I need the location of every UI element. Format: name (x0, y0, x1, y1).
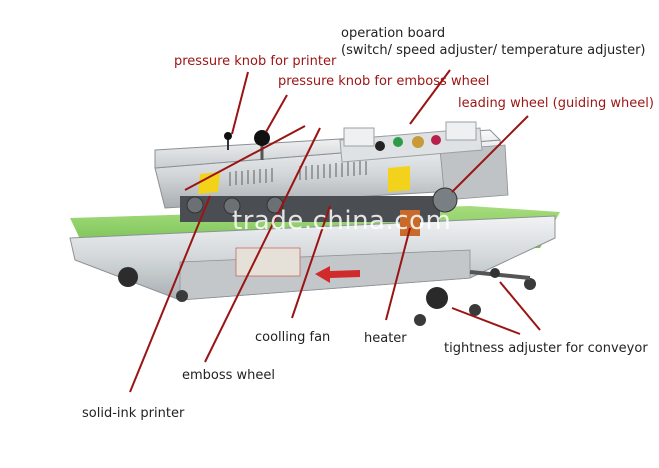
label-operation-board-title: operation board (341, 26, 446, 41)
printer-pressure-knob (224, 132, 232, 150)
leader-solid-ink-printer-upper (184, 125, 306, 191)
leader-lines (129, 69, 541, 393)
leader-pressure-knob-printer (231, 71, 249, 135)
leader-pressure-knob-emboss (265, 94, 288, 133)
label-leading-wheel: leading wheel (guiding wheel) (458, 96, 654, 111)
machine-feet (118, 267, 536, 326)
emboss-pressure-knob (254, 130, 270, 160)
speed-knob-icon (412, 136, 424, 148)
leader-tightness-adjuster-lower (451, 307, 521, 335)
green-button-icon (393, 137, 403, 147)
red-button-icon (431, 135, 441, 145)
label-tightness-adjuster: tightness adjuster for conveyor (444, 341, 648, 356)
warning-sticker-left (198, 172, 220, 194)
operation-board (339, 121, 483, 163)
leader-heater (385, 227, 411, 321)
warning-sticker-right (388, 166, 410, 192)
direction-arrow (315, 266, 360, 283)
label-pressure-knob-printer: pressure knob for printer (174, 54, 337, 69)
label-pressure-knob-emboss: pressure knob for emboss wheel (278, 74, 490, 89)
leader-operation-board (409, 69, 451, 125)
roller-mechanism (180, 187, 458, 236)
label-coolling-fan: coolling fan (255, 330, 331, 345)
leader-solid-ink-printer (129, 195, 211, 393)
tightness-adjuster-rod (469, 268, 531, 280)
label-solid-ink-printer: solid-ink printer (82, 406, 185, 421)
leader-coolling-fan (291, 205, 331, 319)
label-emboss-wheel: emboss wheel (182, 368, 276, 383)
nameplate (235, 247, 301, 277)
leader-leading-wheel (451, 115, 529, 193)
label-heater: heater (364, 331, 407, 346)
power-switch-icon (375, 141, 385, 151)
leader-emboss-wheel (204, 127, 321, 363)
vent-slots (229, 161, 367, 186)
label-operation-board-detail: (switch/ speed adjuster/ temperature adj… (341, 43, 646, 58)
watermark-text: trade.china.com (232, 206, 452, 236)
leader-tightness-adjuster (499, 281, 541, 331)
